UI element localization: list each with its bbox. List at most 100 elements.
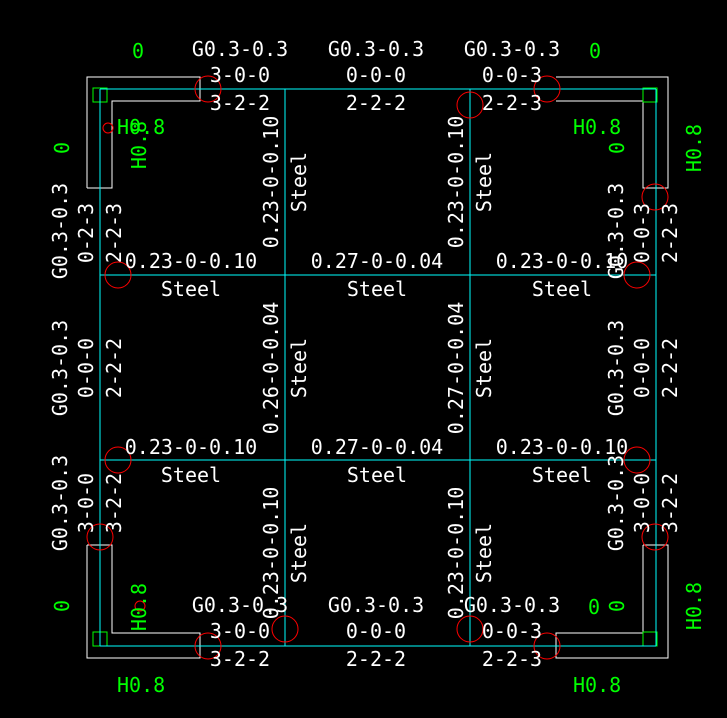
beam-ratio-label: 0.23-0-0.10 [125,435,257,459]
beam-bottom-rebar-label: 2-2-2 [346,647,406,671]
corner-column-top-left [86,76,201,189]
beam-spec-label: G0.3-0.3 [464,593,560,617]
marker-circle [271,615,299,643]
beam-material-label: Steel [472,152,496,212]
beam-top-rebar-label: 3-0-0 [210,619,270,643]
column-tie-top-right [642,87,658,103]
beam-spec-label: G0.3-0.3 [328,37,424,61]
column-zero-label: 0 [50,142,74,154]
column-h-label: H0.8 [127,121,151,169]
beam-material-label: Steel [347,277,407,301]
column-h-label: H0.8 [117,115,165,139]
beam-bottom-rebar-label: 3-2-2 [210,647,270,671]
beam-top-rebar-label: 0-0-0 [346,63,406,87]
beam-ratio-label: 0.23-0-0.10 [496,249,628,273]
beam-ratio-label: 0.27-0-0.04 [444,302,468,434]
column-zero-label: 0 [589,39,601,63]
column-h-label: H0.8 [573,115,621,139]
beam-bottom-rebar-label: 2-2-2 [658,338,682,398]
beam-spec-label: G0.3-0.3 [48,455,72,551]
marker-circle [134,600,146,612]
marker-circle [194,632,222,660]
bottom-beam-labels: G0.3-0.3 3-0-0 3-2-2 G0.3-0.3 0-0-0 2-2-… [192,593,560,671]
beam-bottom-rebar-label: 3-2-2 [658,473,682,533]
beam-material-label: Steel [287,523,311,583]
beam-material-label: Steel [161,463,221,487]
column-h-label: H0.8 [117,673,165,697]
column-zero-label: 0 [50,600,74,612]
beam-ratio-label: 0.27-0-0.04 [311,435,443,459]
beam-spec-label: G0.3-0.3 [464,37,560,61]
marker-circle [533,632,561,660]
marker-circle [641,523,669,551]
top-beam-labels: G0.3-0.3 3-0-0 3-2-2 G0.3-0.3 0-0-0 2-2-… [192,37,560,115]
beam-bottom-rebar-label: 2-2-2 [346,91,406,115]
beam-ratio-label: 0.23-0-0.10 [125,249,257,273]
beam-top-rebar-label: 0-2-3 [74,203,98,263]
beam-spec-label: G0.3-0.3 [328,593,424,617]
column-zero-label: 0 [605,142,629,154]
beam-top-rebar-label: 3-0-0 [630,473,654,533]
connection-markers [86,75,669,660]
beam-material-label: Steel [287,152,311,212]
beam-spec-label: G0.3-0.3 [192,37,288,61]
beam-top-rebar-label: 0-0-3 [630,203,654,263]
column-zero-label: 0 [588,595,600,619]
beam-spec-label: G0.3-0.3 [48,320,72,416]
beam-bottom-rebar-label: 3-2-2 [210,91,270,115]
beam-ratio-label: 0.23-0-0.10 [259,116,283,248]
beam-material-label: Steel [287,338,311,398]
beam-material-label: Steel [161,277,221,301]
beam-top-rebar-label: 3-0-0 [74,473,98,533]
marker-circle [456,91,484,119]
column-h-label: H0.8 [682,124,706,172]
marker-circle [623,261,651,289]
beam-top-rebar-label: 0-0-0 [346,619,406,643]
beam-ratio-label: 0.23-0-0.10 [444,116,468,248]
column-labels: 0 0 0 0 0 0 0 H0.8 H0.8 H0.8 H0.8 H0.8 H… [50,39,706,697]
marker-circle [533,75,561,103]
column-h-label: H0.8 [682,582,706,630]
beam-bottom-rebar-label: 2-2-3 [102,203,126,263]
beam-material-label: Steel [532,277,592,301]
beam-spec-label: G0.3-0.3 [192,593,288,617]
beam-spec-label: G0.3-0.3 [604,455,628,551]
beam-top-rebar-label: 0-0-0 [74,338,98,398]
marker-circle [104,446,132,474]
right-edge-beam-labels: G0.3-0.3 0-0-3 2-2-3 G0.3-0.3 0-0-0 2-2-… [604,183,682,551]
beam-bottom-rebar-label: 2-2-2 [102,338,126,398]
interior-horizontal-labels: 0.23-0-0.10 Steel 0.27-0-0.04 Steel 0.23… [125,249,628,487]
marker-circle [456,615,484,643]
column-h-label: H0.8 [127,583,151,631]
column-h-label: H0.8 [573,673,621,697]
marker-circle [102,122,114,134]
beam-grid [99,88,657,647]
beam-bottom-rebar-label: 2-2-3 [482,647,542,671]
beam-material-label: Steel [472,523,496,583]
left-edge-beam-labels: G0.3-0.3 0-2-3 2-2-3 G0.3-0.3 0-0-0 2-2-… [48,183,126,551]
corner-column-bottom-left [86,544,201,659]
beam-spec-label: G0.3-0.3 [48,183,72,279]
marker-circle [86,523,114,551]
beam-ratio-label: 0.27-0-0.04 [311,249,443,273]
beam-material-label: Steel [347,463,407,487]
beam-bottom-rebar-label: 2-2-3 [482,91,542,115]
beam-material-label: Steel [532,463,592,487]
column-zero-label: 0 [605,600,629,612]
marker-circle [641,183,669,211]
beam-ratio-label: 0.23-0-0.10 [259,487,283,619]
beam-top-rebar-label: 0-0-3 [482,619,542,643]
beam-top-rebar-label: 0-0-0 [630,338,654,398]
beam-bottom-rebar-label: 3-2-2 [102,473,126,533]
marker-circle [194,75,222,103]
beam-spec-label: G0.3-0.3 [604,183,628,279]
column-zero-label: 0 [132,39,144,63]
beam-ratio-label: 0.23-0-0.10 [496,435,628,459]
marker-circle [104,261,132,289]
beam-spec-label: G0.3-0.3 [604,320,628,416]
marker-circle [623,446,651,474]
beam-top-rebar-label: 3-0-0 [210,63,270,87]
beam-material-label: Steel [472,338,496,398]
